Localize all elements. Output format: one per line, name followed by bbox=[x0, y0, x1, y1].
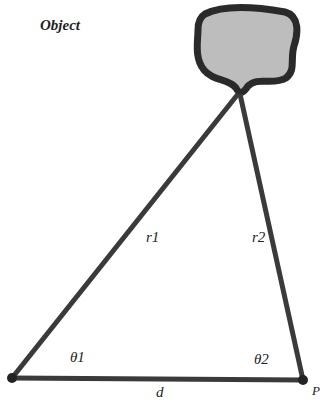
angle-label: θ2 bbox=[254, 352, 269, 367]
object-label: Object bbox=[40, 18, 80, 33]
side-label: r2 bbox=[252, 230, 265, 245]
r2-line bbox=[240, 94, 303, 380]
left-point bbox=[7, 373, 17, 383]
right-point bbox=[298, 375, 308, 385]
point-label: P bbox=[312, 384, 320, 397]
side-label: r1 bbox=[146, 230, 159, 245]
distance-label: d bbox=[156, 385, 164, 400]
baseline-d bbox=[12, 378, 303, 380]
object-blob bbox=[197, 8, 297, 93]
angle-label: θ1 bbox=[70, 350, 85, 365]
r1-line bbox=[12, 94, 238, 378]
